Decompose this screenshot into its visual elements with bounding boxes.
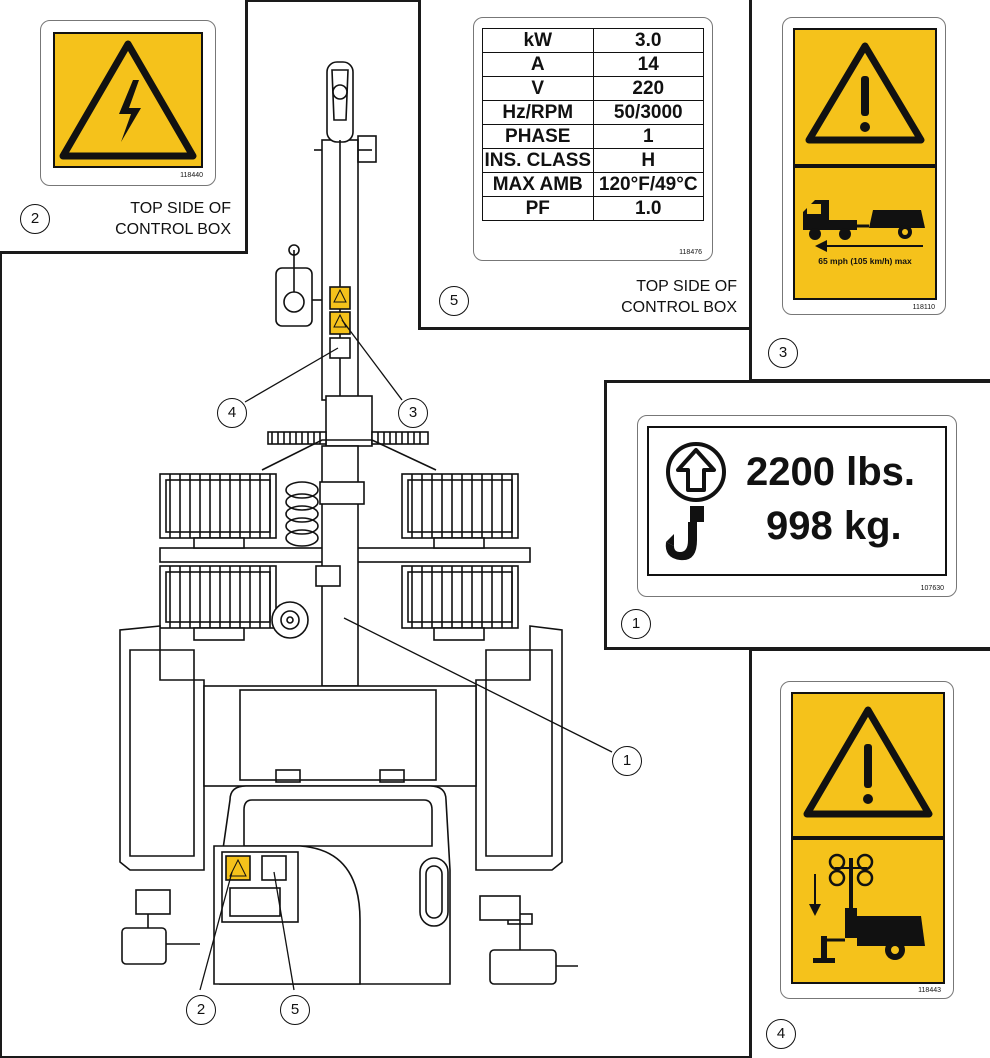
- electrical-hazard-icon: [59, 40, 197, 160]
- spec-value: 3.0: [592, 28, 704, 53]
- spec-label: V: [482, 76, 594, 101]
- part-number: 118440: [180, 172, 203, 179]
- panel-callout-2: 2: [20, 204, 50, 234]
- panel-callout-4: 4: [766, 1019, 796, 1049]
- part-number: 118476: [679, 249, 702, 256]
- machine-callout-3: 3: [398, 398, 428, 428]
- part-number: 118443: [918, 987, 941, 994]
- warning-triangle-icon: [803, 706, 933, 818]
- spec-value: 220: [592, 76, 704, 101]
- spec-label: PHASE: [482, 124, 594, 149]
- machine-callout-5: 5: [280, 995, 310, 1025]
- warning-triangle-icon: [805, 42, 925, 144]
- spec-value: 120°F/49°C: [592, 172, 704, 197]
- spec-value: 1: [592, 124, 704, 149]
- panel-callout-5: 5: [439, 286, 469, 316]
- decal-panel-3: 65 mph (105 km/h) max 118110 3: [749, 0, 990, 382]
- decal-118110: 65 mph (105 km/h) max 118110: [782, 17, 946, 315]
- machine-callout-2: 2: [186, 995, 216, 1025]
- spec-label: MAX AMB: [482, 172, 594, 197]
- decal-panel-4: 118443 4: [749, 648, 990, 1058]
- speed-limit-text: 65 mph (105 km/h) max: [818, 256, 912, 266]
- mast-lowering-hazard-icon: [809, 853, 925, 963]
- decal-inner-border: [647, 426, 947, 576]
- warning-yellow-field: [53, 32, 203, 168]
- decal-118443: 118443: [780, 681, 954, 999]
- decal-107630: 2200 lbs. 998 kg. 107630: [637, 415, 957, 597]
- spec-value: 14: [592, 52, 704, 77]
- lifting-hook-icon: [665, 442, 726, 561]
- spec-label: Hz/RPM: [482, 100, 594, 125]
- spec-label: kW: [482, 28, 594, 53]
- spec-value: 1.0: [592, 196, 704, 221]
- capacity-kg: 998 kg.: [766, 504, 902, 548]
- decal-panel-1: 2200 lbs. 998 kg. 107630 1: [604, 380, 990, 650]
- spec-label: PF: [482, 196, 594, 221]
- spec-value: 50/3000: [592, 100, 704, 125]
- spec-value: H: [592, 148, 704, 173]
- panel-callout-1: 1: [621, 609, 651, 639]
- machine-callout-1: 1: [612, 746, 642, 776]
- capacity-lbs: 2200 lbs.: [746, 450, 916, 494]
- towing-truck-trailer-icon: [803, 200, 925, 252]
- part-number: 107630: [920, 585, 944, 592]
- panel-callout-3: 3: [768, 338, 798, 368]
- part-number: 118110: [912, 304, 935, 311]
- machine-callout-4: 4: [217, 398, 247, 428]
- decal-118440: 118440: [40, 20, 216, 186]
- spec-label: INS. CLASS: [482, 148, 594, 173]
- spec-label: A: [482, 52, 594, 77]
